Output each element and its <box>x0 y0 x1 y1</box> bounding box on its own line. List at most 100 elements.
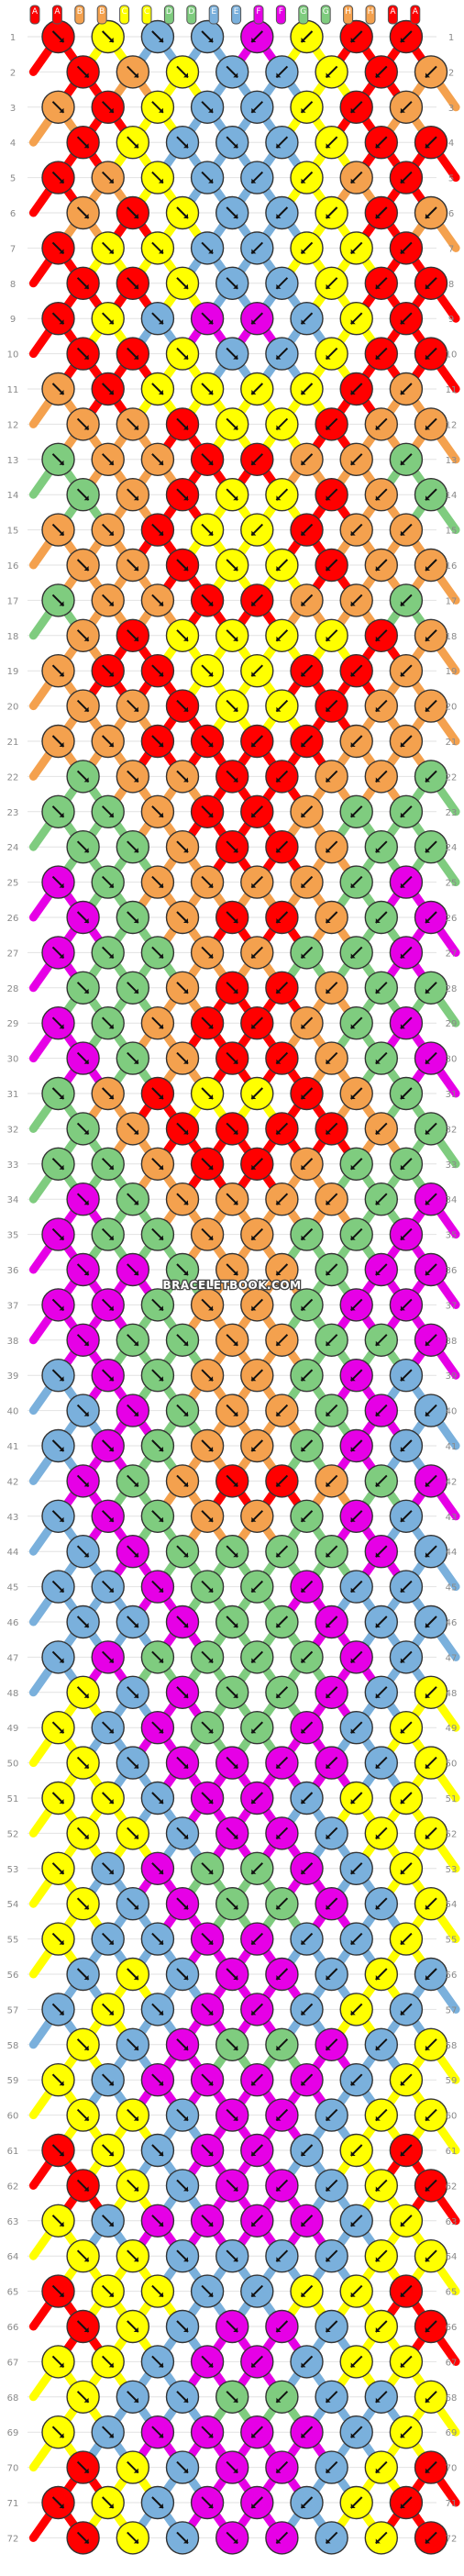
string-tab <box>298 5 309 25</box>
knot-arrow-head <box>183 1129 188 1135</box>
knot-arrow-head <box>375 1482 381 1487</box>
knot-arrow-head <box>83 283 89 289</box>
knot-arrow-head <box>158 1305 163 1311</box>
knot-arrow-head <box>375 1623 381 1627</box>
knot-arrow-head <box>326 2186 331 2192</box>
knot-arrow-head <box>276 1623 282 1627</box>
knot-arrow-head <box>233 1411 238 1416</box>
watermark-text: BRACELETBOOK.COM <box>162 1279 301 1292</box>
knot-arrow-head <box>83 2045 89 2050</box>
string-tab <box>74 5 85 25</box>
knot-arrow-head <box>108 953 114 959</box>
knot-arrow-head <box>83 918 89 923</box>
knot-arrow-head <box>400 953 405 959</box>
knot-arrow-head <box>208 1658 214 1663</box>
knot-arrow-head <box>425 1411 430 1416</box>
knot-arrow-head <box>276 283 282 289</box>
knot-arrow-head <box>400 883 405 888</box>
knot-arrow-head <box>133 777 138 783</box>
knot-arrow-head <box>251 390 257 394</box>
knot-arrow-head <box>375 2538 381 2544</box>
knot-arrow-head <box>251 1164 257 1170</box>
knot-arrow-head <box>350 601 356 606</box>
knot-arrow-head <box>251 2081 257 2086</box>
knot-arrow-head <box>350 953 356 959</box>
row-number-right: 58 <box>446 2041 458 2051</box>
knot-arrow-head <box>276 1411 282 1416</box>
knot-arrow-head <box>276 2115 282 2121</box>
knot-arrow-head <box>251 530 257 536</box>
knot-arrow-head <box>133 1552 138 1558</box>
knot-arrow-head <box>83 1763 89 1769</box>
row-number-left: 22 <box>7 772 19 783</box>
knot-arrow-head <box>375 425 381 430</box>
knot-arrow-head <box>301 1587 306 1593</box>
knot-arrow-head <box>375 214 381 218</box>
knot-arrow-head <box>400 530 405 536</box>
row-number-right: 48 <box>446 1689 458 1699</box>
knot-arrow-head <box>301 2010 306 2015</box>
row-number-right: 18 <box>446 632 458 642</box>
knot-arrow-head <box>108 1658 114 1663</box>
string-letter: E <box>234 7 239 17</box>
knot-arrow-head <box>133 1340 138 1346</box>
knot-arrow-head <box>108 319 114 325</box>
knot-arrow-head <box>83 2397 89 2403</box>
knot-arrow-head <box>108 1869 114 1874</box>
knot-arrow-head <box>158 1447 163 1451</box>
knot-arrow-head <box>233 848 238 853</box>
string-letter: H <box>368 7 374 17</box>
knot-arrow-head <box>251 2151 257 2156</box>
knot-arrow-head <box>326 2257 331 2262</box>
knot-arrow-head <box>350 1939 356 1945</box>
knot-arrow-head <box>400 672 405 677</box>
knot-arrow-head <box>375 1763 381 1769</box>
knot-arrow-head <box>158 390 163 394</box>
row-number-right: 13 <box>446 456 458 466</box>
knot-arrow-head <box>350 2504 356 2508</box>
row-number-left: 54 <box>7 1900 19 1910</box>
knot-arrow-head <box>108 2081 114 2086</box>
knot-arrow-head <box>350 1799 356 1804</box>
knot-arrow-head <box>375 566 381 571</box>
knot-arrow-head <box>375 2468 381 2473</box>
knot-arrow-head <box>133 848 138 853</box>
knot-arrow-head <box>233 2397 238 2403</box>
string-letter: A <box>413 7 419 17</box>
row-number-left: 44 <box>7 1548 19 1558</box>
row-number-left: 55 <box>7 1936 19 1946</box>
knot-arrow-head <box>83 1340 89 1346</box>
knot-arrow-head <box>158 1164 163 1170</box>
knot-arrow-head <box>276 425 282 430</box>
knot-arrow-head <box>208 812 214 817</box>
knot-arrow-head <box>59 1376 64 1382</box>
row-number-right: 66 <box>446 2323 458 2333</box>
row-number-left: 34 <box>7 1195 19 1205</box>
knot-arrow-head <box>251 1869 257 1874</box>
knot-arrow-head <box>375 1975 381 1980</box>
knot-arrow-head <box>251 249 257 254</box>
knot-arrow-head <box>350 1728 356 1734</box>
row-number-right: 23 <box>446 808 458 818</box>
knot-arrow-head <box>326 636 331 641</box>
row-number-right: 12 <box>446 420 458 430</box>
knot-arrow-head <box>183 848 188 853</box>
knot-arrow-head <box>425 1129 430 1135</box>
knot-arrow-head <box>183 2115 188 2121</box>
knot-arrow-head <box>208 1728 214 1734</box>
row-number-right: 15 <box>446 527 458 537</box>
knot-arrow-head <box>375 1411 381 1416</box>
knot-arrow-head <box>158 1939 163 1945</box>
row-number-right: 10 <box>446 350 458 361</box>
knot-arrow-head <box>251 1658 257 1663</box>
knot-arrow-head <box>326 495 331 501</box>
knot-arrow-head <box>108 2151 114 2156</box>
knot-arrow-head <box>375 143 381 149</box>
knot-arrow-head <box>233 1340 238 1346</box>
knot-arrow-head <box>158 319 163 325</box>
knot-arrow-head <box>133 1129 138 1135</box>
knot-arrow-head <box>158 2081 163 2086</box>
knot-arrow-head <box>350 883 356 888</box>
